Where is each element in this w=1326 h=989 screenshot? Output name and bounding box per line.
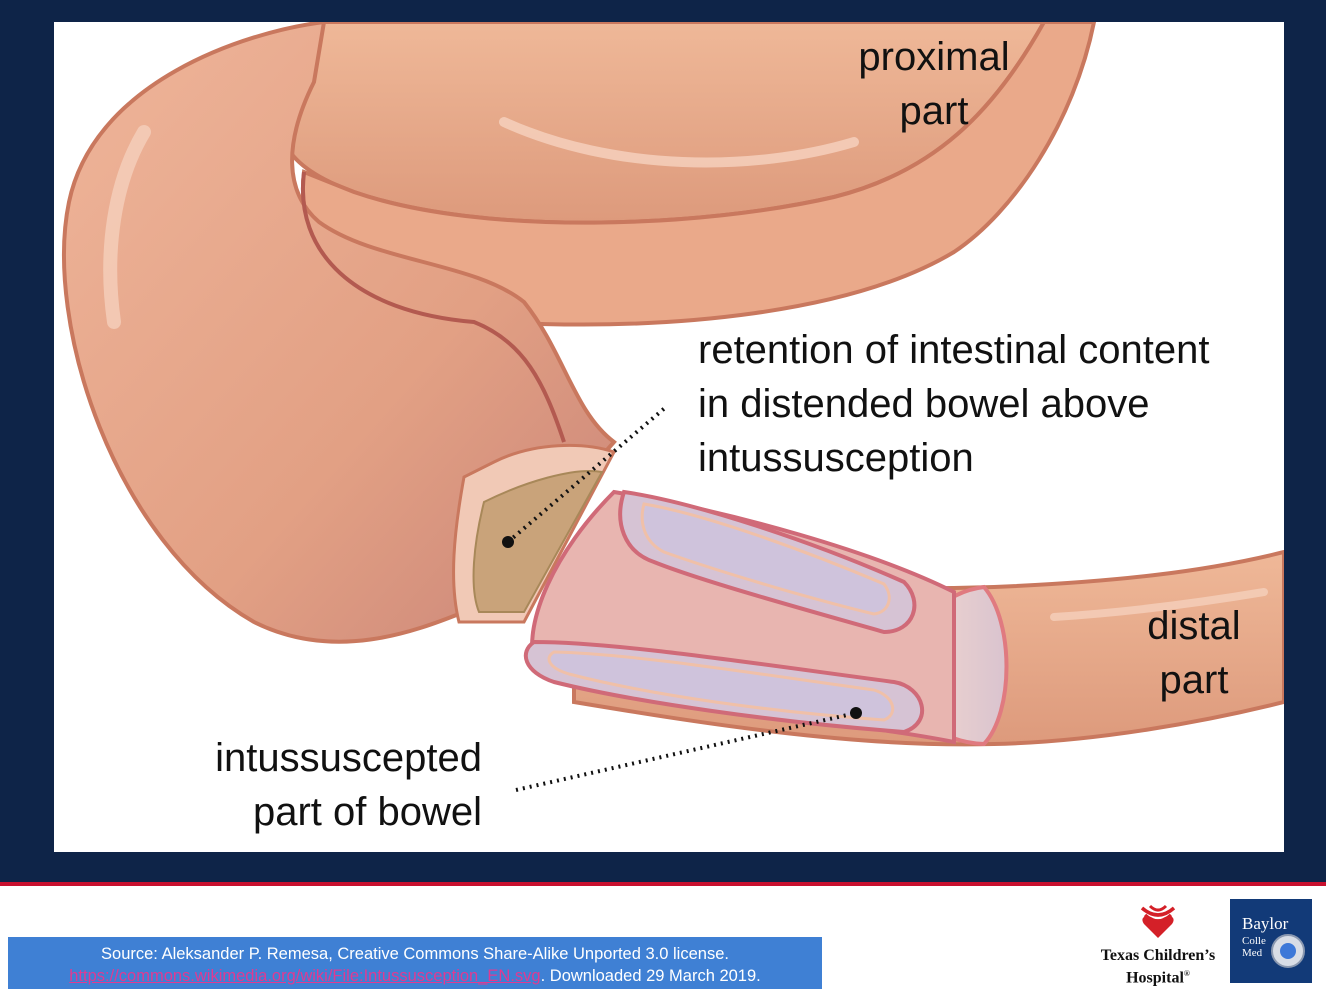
source-line-2: https://commons.wikimedia.org/wiki/File:… xyxy=(8,965,822,987)
source-citation: Source: Aleksander P. Remesa, Creative C… xyxy=(8,937,822,989)
diagram-panel: proximal part retention of intestinal co… xyxy=(54,22,1284,852)
bcm-wordmark-small: Colle Med xyxy=(1242,935,1266,959)
bcm-wordmark: Baylor xyxy=(1242,915,1288,933)
red-divider xyxy=(0,882,1326,886)
intussuscepted-dot xyxy=(850,707,862,719)
downloaded-text: . Downloaded 29 March 2019. xyxy=(541,967,761,985)
tch-wordmark: Texas Children’s Hospital® xyxy=(1092,947,1224,987)
source-link[interactable]: https://commons.wikimedia.org/wiki/File:… xyxy=(69,967,540,985)
texas-childrens-logo: Texas Children’s Hospital® xyxy=(1092,900,1224,986)
source-text: Source: Aleksander P. Remesa, Creative C… xyxy=(8,943,822,965)
baylor-college-logo: Baylor Colle Med xyxy=(1230,899,1312,983)
label-distal-part: distal part xyxy=(1128,599,1260,707)
baylor-seal-icon xyxy=(1270,933,1306,969)
label-intussuscepted-part: intussuscepted part of bowel xyxy=(182,731,482,839)
label-retention: retention of intestinal content in diste… xyxy=(698,323,1209,485)
retention-dot xyxy=(502,536,514,548)
label-proximal-part: proximal part xyxy=(848,30,1020,138)
texas-childrens-heart-waves-icon xyxy=(1136,900,1180,940)
